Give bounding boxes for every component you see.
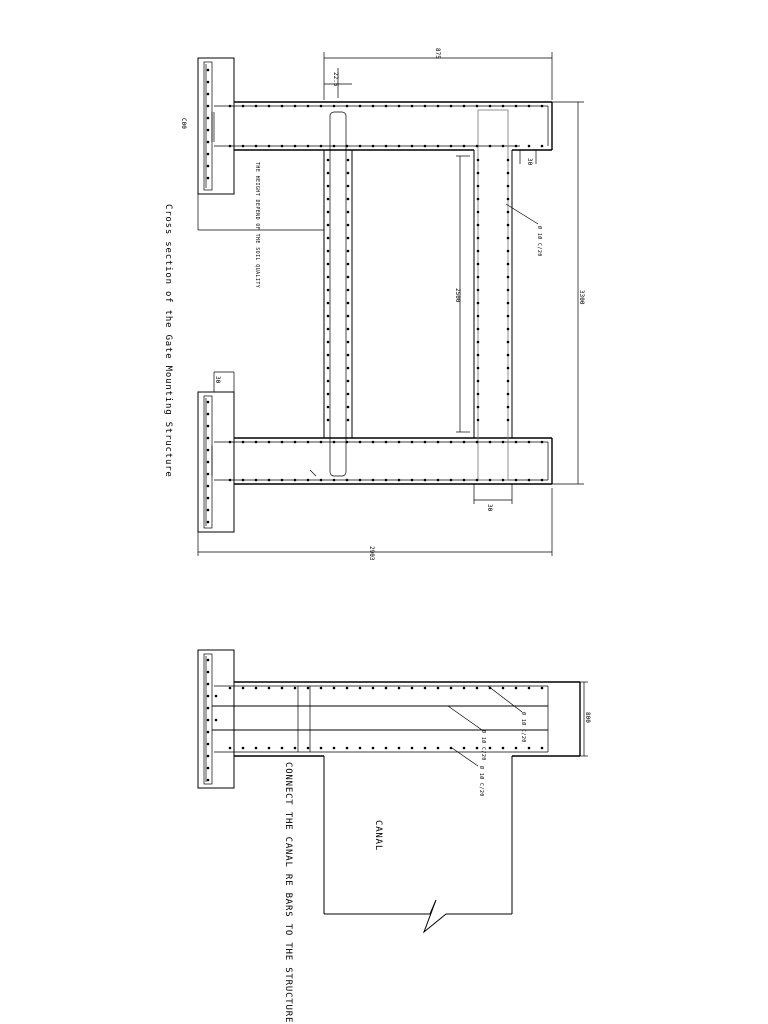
bottom-beam: [211, 437, 552, 485]
rebar-callout: Ø 1Ø C/20: [536, 226, 543, 257]
dim-inner-height: 2500: [454, 288, 461, 303]
dim-web-top: 30: [214, 376, 221, 384]
canal-width-dim: 800: [584, 712, 591, 723]
dim-right-step: 30: [526, 158, 533, 166]
gate-structure-section: 875 22.5 C00 3300 2500 30 30 2903 30 Ø 1…: [163, 48, 585, 561]
upper-flange: [197, 57, 235, 195]
dimension-lines: [197, 52, 584, 556]
dim-web-bottom: 30: [486, 504, 493, 512]
section-title: Cross section of the Gate Mounting Struc…: [163, 204, 173, 478]
canal-rebar-dots: [206, 658, 544, 782]
right-end: [512, 102, 553, 484]
dim-offset-top: 22.5: [332, 72, 339, 87]
dim-right-height: 3300: [578, 290, 585, 305]
connect-note: CONNECT THE CANAL RE BARS TO THE STRUCTU…: [283, 762, 293, 1023]
canal-callout-2: Ø 1Ø C/20: [480, 730, 487, 761]
dim-flange: C00: [180, 118, 187, 129]
height-note: THE HEIGHT DEPEND OF THE SOIL QUALITY: [254, 162, 260, 288]
dim-bottom-width: 2903: [368, 546, 375, 561]
rebar-dots: [206, 68, 544, 524]
lower-flange: [197, 391, 235, 533]
canal-callout-1: Ø 1Ø C/20: [520, 712, 527, 743]
dim-overall-top: 875: [434, 48, 441, 59]
canal-connection-section: 800 Ø 1Ø C/20 Ø 1Ø C/20 Ø 1Ø C/20 CANAL …: [197, 649, 591, 1023]
top-beam: [211, 101, 552, 151]
canal-callout-3: Ø 1Ø C/20: [478, 766, 485, 797]
canal-label: CANAL: [373, 820, 383, 851]
right-web: [473, 109, 513, 481]
left-web: [323, 111, 353, 477]
